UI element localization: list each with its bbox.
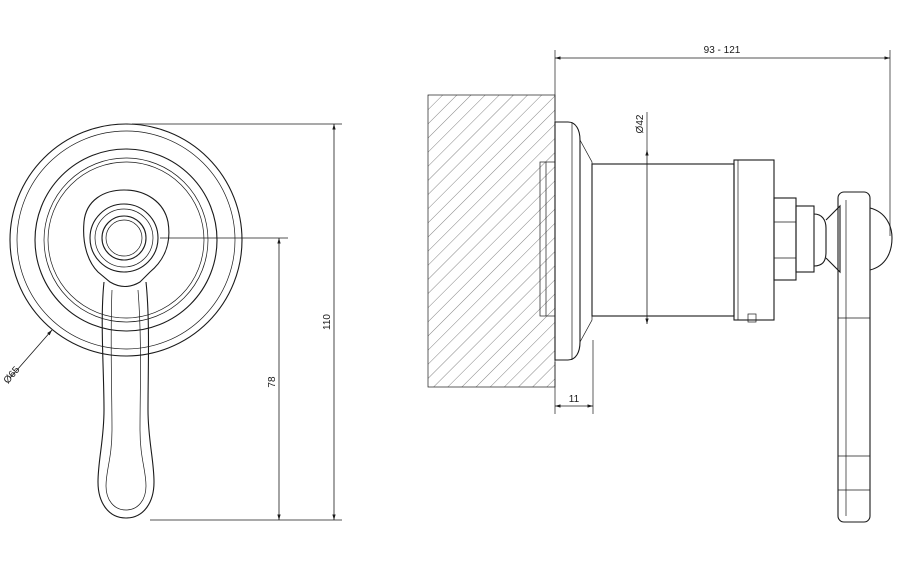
dim-label-11: 11	[569, 394, 580, 405]
dim-label-diameter-42: Ø42	[635, 114, 646, 133]
escutcheon-plate	[9, 123, 243, 357]
wall-section	[427, 94, 556, 388]
dim-leader-diameter-65	[9, 329, 53, 379]
dim-label-78: 78	[267, 376, 278, 388]
lever-side	[837, 191, 893, 523]
lever-handle	[83, 189, 170, 519]
dim-label-110: 110	[322, 314, 333, 330]
front-view: 110 78 Ø65	[2, 123, 342, 521]
side-view: 93 - 121 Ø42 11	[427, 45, 893, 523]
cartridge-body	[591, 159, 775, 323]
dim-label-93-121: 93 - 121	[704, 45, 741, 56]
stem-nut	[773, 197, 841, 281]
